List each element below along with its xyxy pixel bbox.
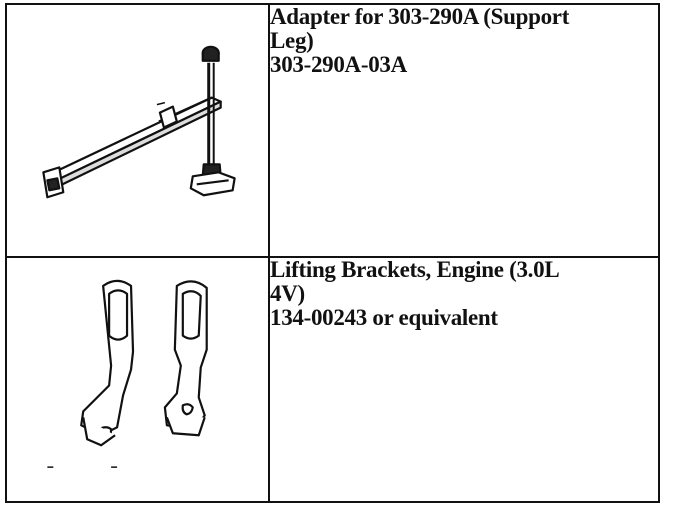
description-line: Lifting Brackets, Engine (3.0L xyxy=(270,257,560,283)
tool-description-cell: Adapter for 303-290A (Support Leg) 303-2… xyxy=(268,2,660,259)
engine-lifting-brackets-drawing-icon xyxy=(47,279,208,468)
description-line: Adapter for 303-290A (Support xyxy=(270,4,570,29)
support-leg-adapter-drawing-icon xyxy=(42,45,236,199)
tool-description: Lifting Brackets, Engine (3.0L 4V) 134-0… xyxy=(270,258,630,330)
tool-image-cell xyxy=(5,2,270,259)
special-tools-table: Adapter for 303-290A (Support Leg) 303-2… xyxy=(5,2,660,503)
tool-description-cell: Lifting Brackets, Engine (3.0L 4V) 134-0… xyxy=(268,256,660,503)
table-row: Lifting Brackets, Engine (3.0L 4V) 134-0… xyxy=(5,256,660,503)
tool-description: Adapter for 303-290A (Support Leg) 303-2… xyxy=(270,5,630,77)
table-row: Adapter for 303-290A (Support Leg) 303-2… xyxy=(5,2,660,259)
part-number: 303-290A-03A xyxy=(270,52,407,77)
tool-image-cell xyxy=(5,256,270,503)
description-line: Leg) xyxy=(270,28,314,53)
description-line: 4V) xyxy=(270,281,305,307)
part-number: 134-00243 or equivalent xyxy=(270,305,498,331)
